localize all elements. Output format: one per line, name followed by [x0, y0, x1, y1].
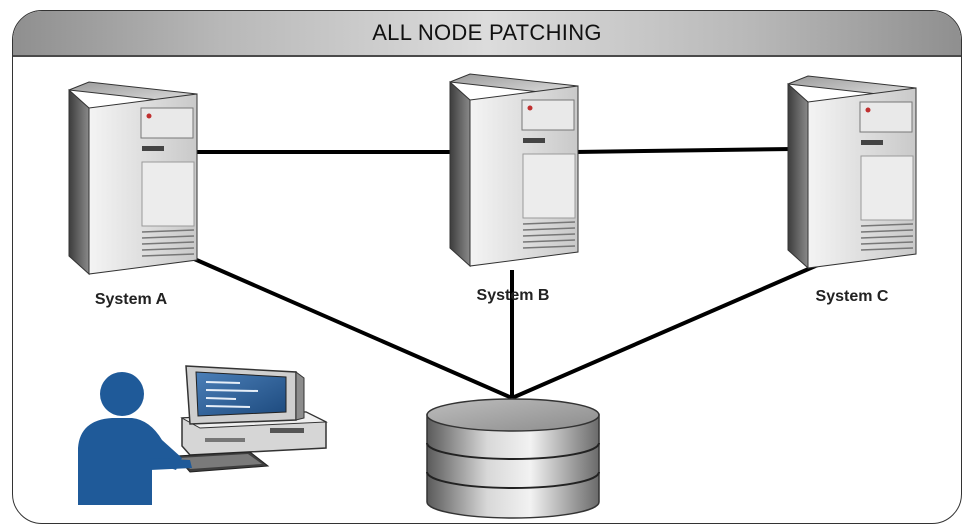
connection-b-c	[574, 147, 793, 154]
connection-a-storage	[191, 256, 513, 400]
node-label-system-b: System B	[476, 287, 550, 304]
user-at-computer-icon	[78, 365, 328, 505]
server-icon	[449, 73, 579, 268]
server-icon	[787, 75, 917, 270]
connection-c-storage	[511, 262, 821, 400]
title-bar: ALL NODE PATCHING	[13, 11, 961, 57]
connections	[191, 147, 821, 400]
node-label-system-a: System A	[94, 291, 168, 308]
shared-storage-icon	[426, 398, 600, 519]
node-label-system-c: System C	[815, 288, 889, 305]
server-icon	[68, 81, 198, 276]
diagram-title: ALL NODE PATCHING	[372, 20, 602, 45]
